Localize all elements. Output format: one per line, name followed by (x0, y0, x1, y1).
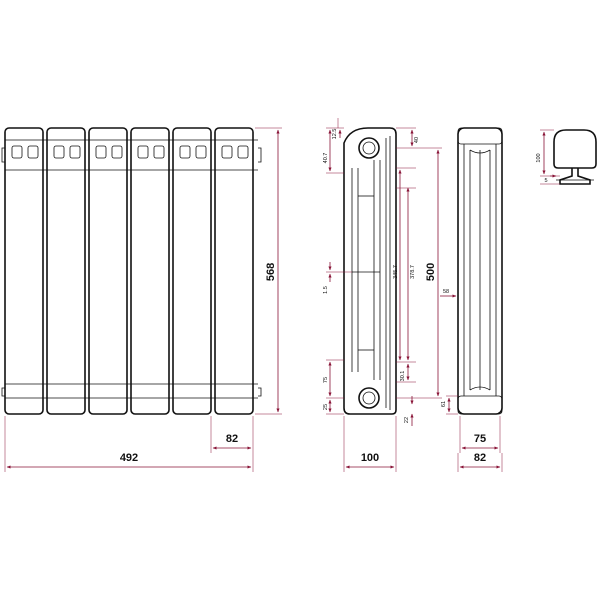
back-bottom-label: 61 (441, 401, 447, 407)
back-outer-width-label: 82 (474, 452, 486, 464)
detail-header-outline (553, 129, 597, 169)
section-width-label: 82 (226, 433, 238, 445)
detail-gap-label: 5 (544, 178, 547, 184)
radiator-section-4 (130, 127, 170, 415)
axis-distance-label: 500 (425, 263, 437, 281)
radiator-section-2 (46, 127, 86, 415)
bottom-b-label: 22 (404, 417, 410, 423)
radiator-section-3 (88, 127, 128, 415)
front-height-label: 568 (265, 263, 277, 281)
detail-view: 100 5 (536, 129, 597, 185)
side-depth-label: 100 (361, 452, 379, 464)
back-view: 58 61 75 82 (440, 127, 503, 472)
span-b-label: 378.7 (410, 265, 416, 279)
lower-b-label: 30.1 (400, 371, 406, 382)
bottom-connection-port (358, 387, 380, 409)
side-section-outline (343, 127, 397, 415)
radiator-section-1 (4, 127, 44, 415)
detail-height-label: 100 (536, 153, 542, 162)
back-inner-width-label: 75 (474, 433, 486, 445)
front-view: 568 82 492 (1, 127, 282, 472)
lower-a-label: 75 (323, 377, 329, 383)
bottom-a-label: 25 (323, 404, 329, 410)
right-top-label: 40 (414, 137, 420, 143)
overall-width-label: 492 (120, 452, 138, 464)
upper-depth-label: 40.7 (323, 153, 329, 164)
radiator-section-6 (214, 127, 254, 415)
back-middle-label: 58 (443, 289, 449, 295)
top-connection-port (358, 137, 380, 159)
radiator-section-5 (172, 127, 212, 415)
top-offset-label: 12.5 (332, 129, 338, 140)
center-small-label: 1.5 (323, 286, 329, 294)
span-a-label: 345.7 (393, 265, 399, 279)
side-view: 100 500 40.7 12.5 1.5 75 25 40 345.7 (323, 118, 442, 472)
